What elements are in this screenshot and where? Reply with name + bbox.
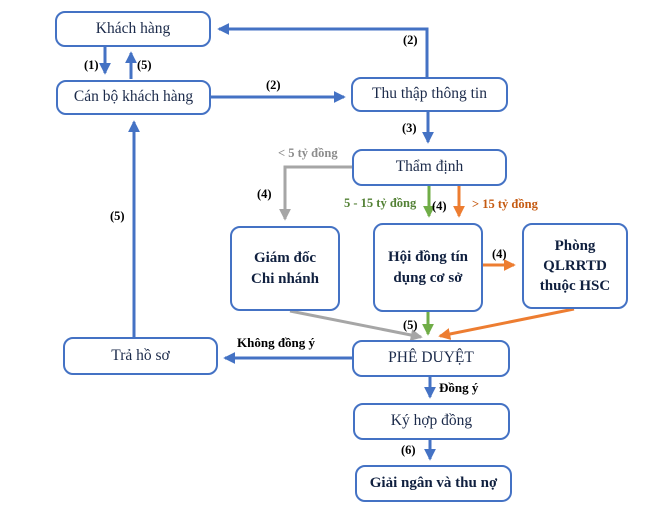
arrow-thuthap-to-khachhang (217, 23, 429, 77)
node-giai-ngan-thu-no: Giải ngân và thu nợ (355, 465, 512, 502)
node-phe-duyet: PHÊ DUYỆT (352, 340, 510, 377)
edge-label-step2-return: (2) (403, 33, 418, 47)
edge-label-5-15-ty-dong: 5 - 15 tỷ đồng (344, 196, 417, 210)
edge-label-step4-gray: (4) (257, 187, 272, 201)
edge-label-step2-right: (2) (266, 78, 281, 92)
node-thu-thap-thong-tin: Thu thập thông tin (351, 77, 508, 112)
edge-label-gt15-ty-dong: > 15 tỷ đồng (472, 197, 538, 211)
node-can-bo-khach-hang: Cán bộ khách hàng (56, 80, 211, 115)
edge-label-step1: (1) (84, 58, 99, 72)
edge-label-step4-green: (4) (432, 199, 447, 213)
node-ky-hop-dong: Ký hợp đồng (353, 403, 510, 440)
edge-label-step4-orange: (4) (492, 247, 507, 261)
node-tham-dinh: Thẩm định (352, 149, 507, 186)
edge-label-step5-left: (5) (110, 209, 125, 223)
node-giam-doc-chi-nhanh: Giám đốc Chi nhánh (230, 226, 340, 311)
node-tra-ho-so: Trả hồ sơ (63, 337, 218, 375)
node-hoi-dong-tin-dung: Hội đồng tín dụng cơ sở (373, 223, 483, 312)
node-khach-hang: Khách hàng (55, 11, 211, 47)
arrow-giamdoc-to-pheduyet (289, 309, 423, 341)
edge-label-khong-dong-y: Không đồng ý (237, 335, 316, 350)
arrow-thamdinh-to-giamdoc (279, 165, 352, 221)
edge-label-dong-y: Đồng ý (439, 380, 479, 395)
edge-label-step6: (6) (401, 443, 416, 457)
edge-label-step3: (3) (402, 121, 417, 135)
arrow-qlrrtd-to-pheduyet (438, 307, 575, 340)
edge-label-step5-green: (5) (403, 318, 418, 332)
node-phong-qlrrtd: Phòng QLRRTD thuộc HSC (522, 223, 628, 309)
edge-label-step5-up: (5) (137, 58, 152, 72)
edge-label-lt5-ty-dong: < 5 tỷ đồng (278, 146, 338, 160)
